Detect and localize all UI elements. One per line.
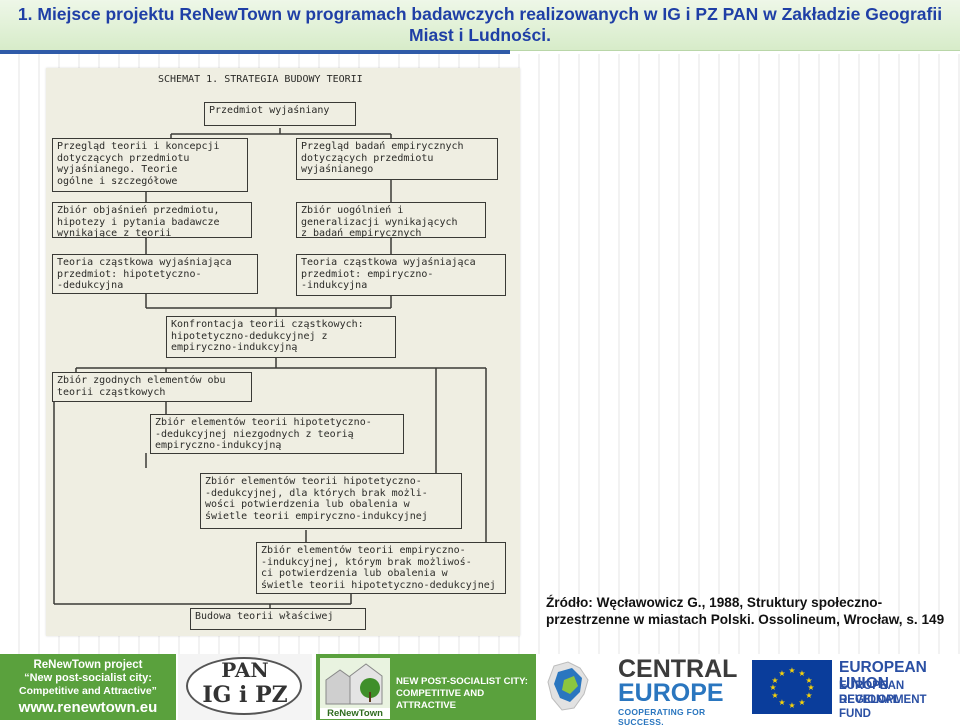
box-inconsistent-elements: Zbiór elementów teorii hipotetyczno- -de… [150, 414, 404, 454]
svg-text:★: ★ [805, 691, 812, 700]
scheme-heading: SCHEMAT 1. STRATEGIA BUDOWY TEORII [158, 74, 363, 85]
box-proper-theory: Budowa teorii właściwej [190, 608, 366, 630]
project-info-block: ReNewTown project “New post-socialist ci… [0, 654, 176, 720]
pan-igipz-logo: PAN IG i PZ [178, 654, 312, 720]
eu-fund-logo: ★ ★ ★ ★ ★ ★ ★ ★ ★ ★ ★ ★ EUROPEAN UNION E… [750, 654, 960, 720]
box-consistent-elements: Zbiór zgodnych elementów obu teorii cząs… [52, 372, 252, 402]
slide-title: 1. Miejsce projektu ReNewTown w programa… [17, 4, 943, 45]
project-subtitle-1: “New post-socialist city: [24, 672, 152, 684]
box-partial-hypothetico-deductive: Teoria cząstkowa wyjaśniająca przedmiot:… [52, 254, 258, 294]
scheme-connectors [53, 128, 487, 608]
renewtown-logo-block: ReNewTown NEW POST-SOCIALIST CITY: COMPE… [316, 654, 536, 720]
box-unconfirmed-ei-elements: Zbiór elementów teorii empiryczno- -indu… [256, 542, 506, 594]
renewtown-logo-text: ReNewTown [320, 708, 390, 719]
svg-text:★: ★ [805, 676, 812, 685]
svg-text:★: ★ [771, 676, 778, 685]
theory-strategy-scheme: SCHEMAT 1. STRATEGIA BUDOWY TEORII Przed… [46, 68, 520, 636]
slide-title-bar: 1. Miejsce projektu ReNewTown w programa… [0, 0, 960, 51]
slogan-line-2: COMPETITIVE AND ATTRACTIVE [396, 688, 485, 711]
svg-text:★: ★ [771, 691, 778, 700]
svg-text:★: ★ [788, 666, 795, 675]
box-partial-empirico-inductive: Teoria cząstkowa wyjaśniająca przedmiot:… [296, 254, 506, 296]
houses-icon [320, 658, 390, 708]
svg-text:★: ★ [778, 698, 785, 707]
central-europe-map-icon [547, 661, 589, 711]
title-underline [0, 50, 510, 54]
europe-text: EUROPE [618, 679, 724, 707]
pan-logo-text: PAN [221, 658, 269, 682]
eu-fund-text-1: EUROPEAN REGIONAL [839, 680, 905, 706]
source-citation: Źródło: Węcławowicz G., 1988, Struktury … [546, 595, 945, 627]
svg-text:★: ★ [798, 669, 805, 678]
svg-text:★: ★ [788, 701, 795, 710]
footer-logos: ReNewTown project “New post-socialist ci… [0, 654, 960, 727]
eu-flag-icon: ★ ★ ★ ★ ★ ★ ★ ★ ★ ★ ★ ★ [752, 660, 832, 714]
box-explanations: Zbiór objaśnień przedmiotu, hipotezy i p… [52, 202, 252, 239]
svg-text:★: ★ [769, 683, 776, 692]
central-europe-tagline: COOPERATING FOR SUCCESS. [618, 707, 706, 727]
box-unconfirmed-hd-elements: Zbiór elementów teorii hipotetyczno- -de… [200, 473, 462, 529]
box-subject: Przedmiot wyjaśniany [204, 102, 356, 126]
igipz-logo-text: IG i PZ [202, 682, 288, 708]
pan-logo-oval [186, 657, 302, 715]
central-text: CENTRAL [618, 655, 738, 683]
project-url-link[interactable]: www.renewtown.eu [18, 699, 158, 716]
eu-union-text: EUROPEAN UNION [839, 659, 927, 692]
box-generalizations: Zbiór uogólnień i generalizacji wynikają… [296, 202, 486, 239]
project-slogan: NEW POST-SOCIALIST CITY: COMPETITIVE AND… [396, 676, 536, 712]
box-theory-review: Przegląd teorii i koncepcji dotyczących … [52, 138, 248, 192]
box-empirical-review: Przegląd badań empirycznych dotyczących … [296, 138, 498, 180]
central-europe-logo: CENTRAL EUROPE COOPERATING FOR SUCCESS. [540, 654, 745, 727]
slogan-line-1: NEW POST-SOCIALIST CITY: [396, 676, 529, 687]
box-confrontation: Konfrontacja teorii cząstkowych: hipotet… [166, 316, 396, 358]
eu-fund-text-2: DEVELOPMENT FUND [839, 694, 927, 720]
svg-text:★: ★ [778, 669, 785, 678]
svg-text:★: ★ [807, 683, 814, 692]
project-subtitle-2: Competitive and Attractive” [19, 685, 157, 697]
svg-text:★: ★ [798, 698, 805, 707]
project-name: ReNewTown project [33, 659, 143, 671]
